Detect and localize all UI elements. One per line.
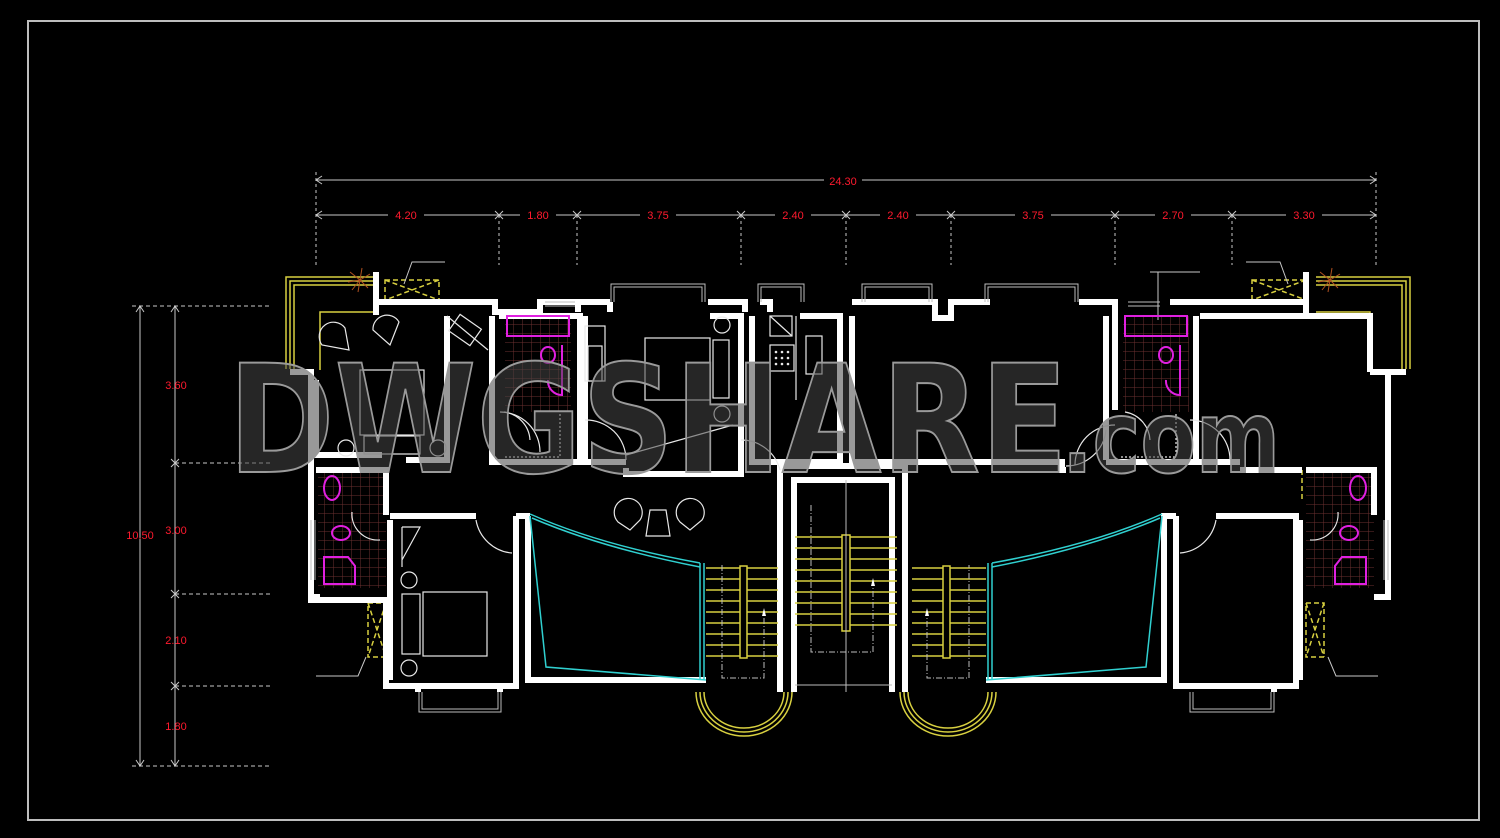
toilet-icon [1158, 346, 1174, 364]
lobby-chair-icon [675, 497, 705, 531]
horizontal-dimension-labels: 24.30 4.20 1.80 3.75 2.40 2.40 3.75 2.70… [388, 173, 1322, 222]
nightstand-icon [337, 439, 355, 457]
entrance-canopy-left [695, 691, 793, 737]
dim-segment-8: 3.30 [1293, 210, 1314, 222]
toilet-icon [331, 525, 351, 541]
dim-depth-3: 2.10 [165, 635, 186, 647]
dim-segment-6: 3.75 [1022, 210, 1043, 222]
nightstand-icon [400, 571, 418, 589]
dim-segment-2: 1.80 [527, 210, 548, 222]
sink-icon [323, 475, 341, 501]
dim-depth-4: 1.80 [165, 721, 186, 733]
shower-tray-icon [323, 556, 356, 585]
nightstand-icon [713, 316, 731, 334]
dim-segment-3: 3.75 [647, 210, 668, 222]
lobby-table-icon [645, 509, 671, 537]
dim-overall-width: 24.30 [829, 176, 857, 188]
nightstand-icon [713, 405, 731, 423]
dim-segment-4: 2.40 [782, 210, 803, 222]
furniture [318, 313, 1339, 677]
nightstand-icon [429, 439, 447, 457]
lobby-chair-icon [613, 497, 643, 531]
toilet-icon [1339, 525, 1359, 541]
dim-depth-1: 3.60 [165, 380, 186, 392]
dim-depth-2: 3.00 [165, 525, 186, 537]
armchair-icon [318, 321, 350, 351]
dim-overall-depth: 10.50 [126, 530, 154, 542]
tiled-floors [318, 316, 1374, 588]
vertical-dimensions [132, 305, 272, 767]
drawing-frame [27, 20, 1480, 821]
stair-flight-left [706, 565, 778, 659]
stair-walking-lines [721, 505, 970, 679]
balcony-glazing [529, 513, 1163, 681]
horizontal-dimensions [315, 172, 1377, 265]
bathtub-icon [1124, 315, 1188, 337]
dim-segment-1: 4.20 [395, 210, 416, 222]
sanitary-fixtures [323, 315, 1367, 585]
vertical-dimension-labels: 3.60 3.00 2.10 1.80 10.50 [126, 380, 186, 733]
stair-arrows [762, 578, 929, 616]
watermark-text: DWGSHARE [228, 334, 1068, 508]
shower-tray-icon [1334, 556, 1367, 585]
stair-flight-right [912, 565, 986, 659]
bed-icon [422, 591, 488, 657]
walls [290, 272, 1406, 692]
plant-icon [347, 267, 1341, 293]
dim-segment-5: 2.40 [887, 210, 908, 222]
bed-icon [644, 337, 711, 401]
entrance-canopy-right [899, 691, 997, 737]
sink-icon [1349, 475, 1367, 501]
cabinet-icon [769, 315, 793, 337]
watermark: DWGSHARE .com [227, 333, 1281, 509]
toilet-icon [540, 346, 556, 364]
yellow-elements [285, 276, 1411, 658]
watermark-suffix: .com [1062, 379, 1280, 496]
leader-lines [316, 261, 1378, 677]
windows [310, 283, 1389, 713]
armchair-icon [372, 314, 400, 347]
dim-segment-7: 2.70 [1162, 210, 1183, 222]
nightstand-icon [400, 659, 418, 677]
bathtub-icon [506, 315, 570, 337]
bed-icon [359, 369, 425, 436]
cooker-icon [769, 344, 795, 372]
